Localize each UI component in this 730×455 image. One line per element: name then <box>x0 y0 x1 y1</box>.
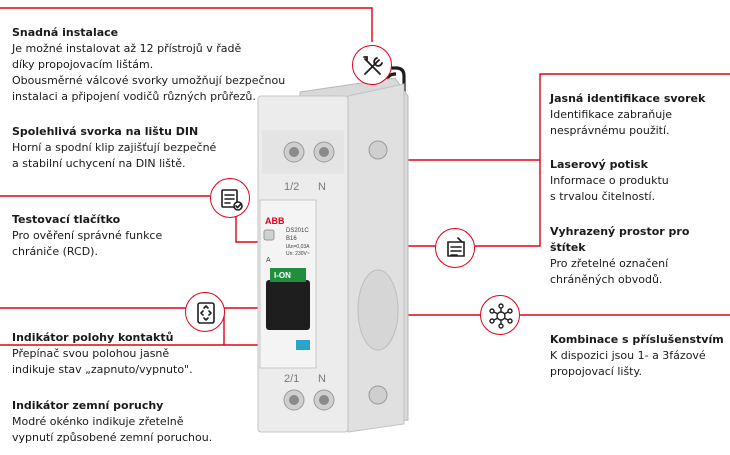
terminal-top-n: N <box>318 181 326 193</box>
callout-title: Snadná instalace <box>12 26 119 39</box>
callout-body: Identifikace zabraňuje nesprávnému použi… <box>550 108 673 137</box>
callout-terminal-id: Jasná identifikace svorek Identifikace z… <box>550 91 725 139</box>
device-model: DS201C <box>286 228 309 234</box>
callout-body: Pro zřetelné označení chráněných obvodů. <box>550 257 669 286</box>
line-easy-install <box>0 7 373 42</box>
callout-title: Kombinace s příslušenstvím <box>550 333 724 346</box>
callout-body: Informace o produktu s trvalou čitelnost… <box>550 174 669 203</box>
device-sensitivity: IΔn=0,03A <box>286 244 310 250</box>
callout-contact-indicator: Indikátor polohy kontaktů Přepínač svou … <box>12 330 242 378</box>
callout-title: Indikátor polohy kontaktů <box>12 331 174 344</box>
tools-icon <box>352 45 392 85</box>
callout-accessories: Kombinace s příslušenstvím K dispozici j… <box>550 332 728 380</box>
device-rating: B16 <box>286 236 297 242</box>
callout-body: Modré okénko indikuje zřetelně vypnutí z… <box>12 415 213 444</box>
test-button-shape <box>263 229 275 241</box>
callout-title: Spolehlivá svorka na lištu DIN <box>12 125 199 138</box>
line-test-button <box>235 214 268 243</box>
network-icon <box>480 295 520 335</box>
callout-laser-print: Laserový potisk Informace o produktu s t… <box>550 157 725 205</box>
earth-fault-indicator <box>296 340 310 350</box>
terminal-bottom-n: N <box>318 373 326 385</box>
callout-test-button: Testovací tlačítko Pro ověření správné f… <box>12 212 212 260</box>
checklist-icon <box>210 178 250 218</box>
callout-title: Laserový potisk <box>550 158 648 171</box>
adjust-arrows-icon <box>185 292 225 332</box>
callout-body: Je možné instalovat až 12 přístrojů v řa… <box>12 42 286 103</box>
callout-label-space: Vyhrazený prostor pro štítek Pro zřeteln… <box>550 224 728 288</box>
device-brand: ABB <box>265 216 285 226</box>
callout-body: Pro ověření správné funkce chrániče (RCD… <box>12 229 163 258</box>
callout-title: Jasná identifikace svorek <box>550 92 706 105</box>
callout-title: Indikátor zemní poruchy <box>12 399 164 412</box>
label-tag-icon <box>435 228 475 268</box>
callout-easy-install: Snadná instalace Je možné instalovat až … <box>12 25 312 105</box>
callout-body: Přepínač svou polohou jasně indikuje sta… <box>12 347 193 376</box>
switch-on-mark: I-ON <box>274 271 291 280</box>
device <box>257 66 409 433</box>
terminal-top-label: 1/2 <box>284 181 299 193</box>
callout-din-clamp: Spolehlivá svorka na lištu DIN Horní a s… <box>12 124 272 172</box>
callout-body: K dispozici jsou 1- a 3fázové propojovac… <box>550 349 706 378</box>
device-class: A <box>266 257 271 264</box>
callout-body: Horní a spodní klip zajišťují bezpečné a… <box>12 141 217 170</box>
callout-title: Vyhrazený prostor pro štítek <box>550 225 690 254</box>
terminal-bottom-label: 2/1 <box>284 373 299 385</box>
switch-handle <box>266 280 310 330</box>
callout-earth-fault: Indikátor zemní poruchy Modré okénko ind… <box>12 398 252 446</box>
callout-title: Testovací tlačítko <box>12 213 121 226</box>
device-voltage: Un: 230V~ <box>286 251 310 257</box>
